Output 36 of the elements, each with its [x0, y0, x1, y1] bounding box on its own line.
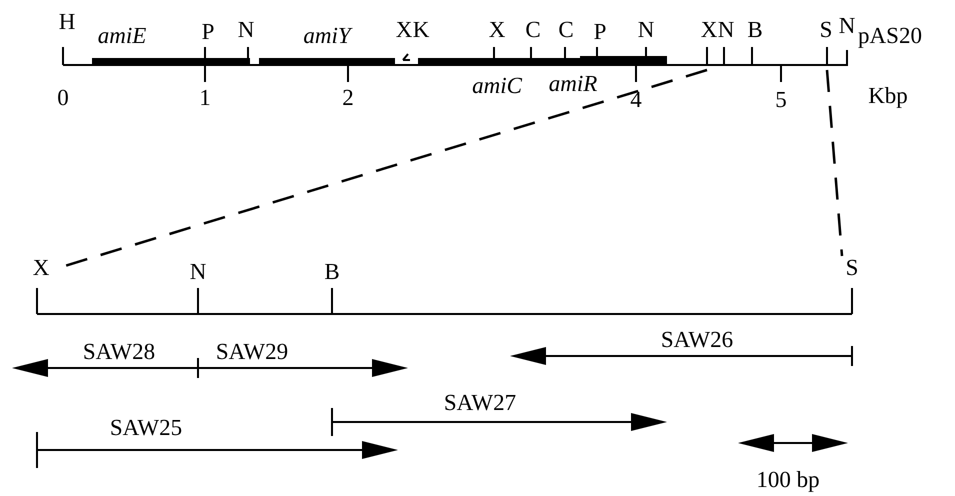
restriction-site-label: K: [412, 18, 430, 42]
gene-name: amiY: [303, 24, 351, 48]
primer-label: SAW29: [216, 340, 288, 364]
scale-number: 4: [630, 88, 642, 112]
scale-number: 5: [775, 88, 787, 112]
restriction-site-label: C: [558, 18, 574, 42]
plasmid-name: pAS20: [858, 24, 922, 48]
restriction-site-label: X: [32, 256, 50, 280]
scale-number: 1: [199, 86, 211, 110]
restriction-site-label: X: [700, 18, 718, 42]
scale-number: 2: [342, 86, 354, 110]
primer-label: SAW26: [660, 328, 734, 352]
restriction-site-label: N: [838, 14, 856, 38]
scale-label: 100 bp: [756, 468, 820, 492]
restriction-site-label: N: [718, 18, 734, 42]
restriction-site-label: B: [324, 260, 340, 284]
primer-label: SAW27: [444, 391, 516, 415]
unit-label: Kbp: [868, 84, 908, 108]
gene-name: amiR: [548, 72, 598, 96]
primer-label: SAW28: [82, 340, 156, 364]
restriction-site-label: N: [190, 260, 206, 284]
restriction-site-label: P: [594, 20, 606, 44]
restriction-site-label: B: [747, 18, 763, 42]
primer-label: SAW25: [110, 416, 182, 440]
scale-number: 0: [57, 86, 69, 110]
restriction-site-label: X: [488, 18, 506, 42]
restriction-site-label: N: [238, 18, 254, 42]
restriction-site-label: X: [396, 18, 412, 42]
restriction-site-label: S: [820, 18, 832, 42]
restriction-site-label: S: [846, 256, 858, 280]
gene-name: amiC: [472, 74, 522, 98]
restriction-site-label: N: [638, 18, 654, 42]
restriction-site-label: H: [58, 10, 76, 34]
restriction-site-label: C: [525, 18, 541, 42]
restriction-site-label: P: [202, 20, 214, 44]
gene-name: amiE: [98, 24, 146, 48]
